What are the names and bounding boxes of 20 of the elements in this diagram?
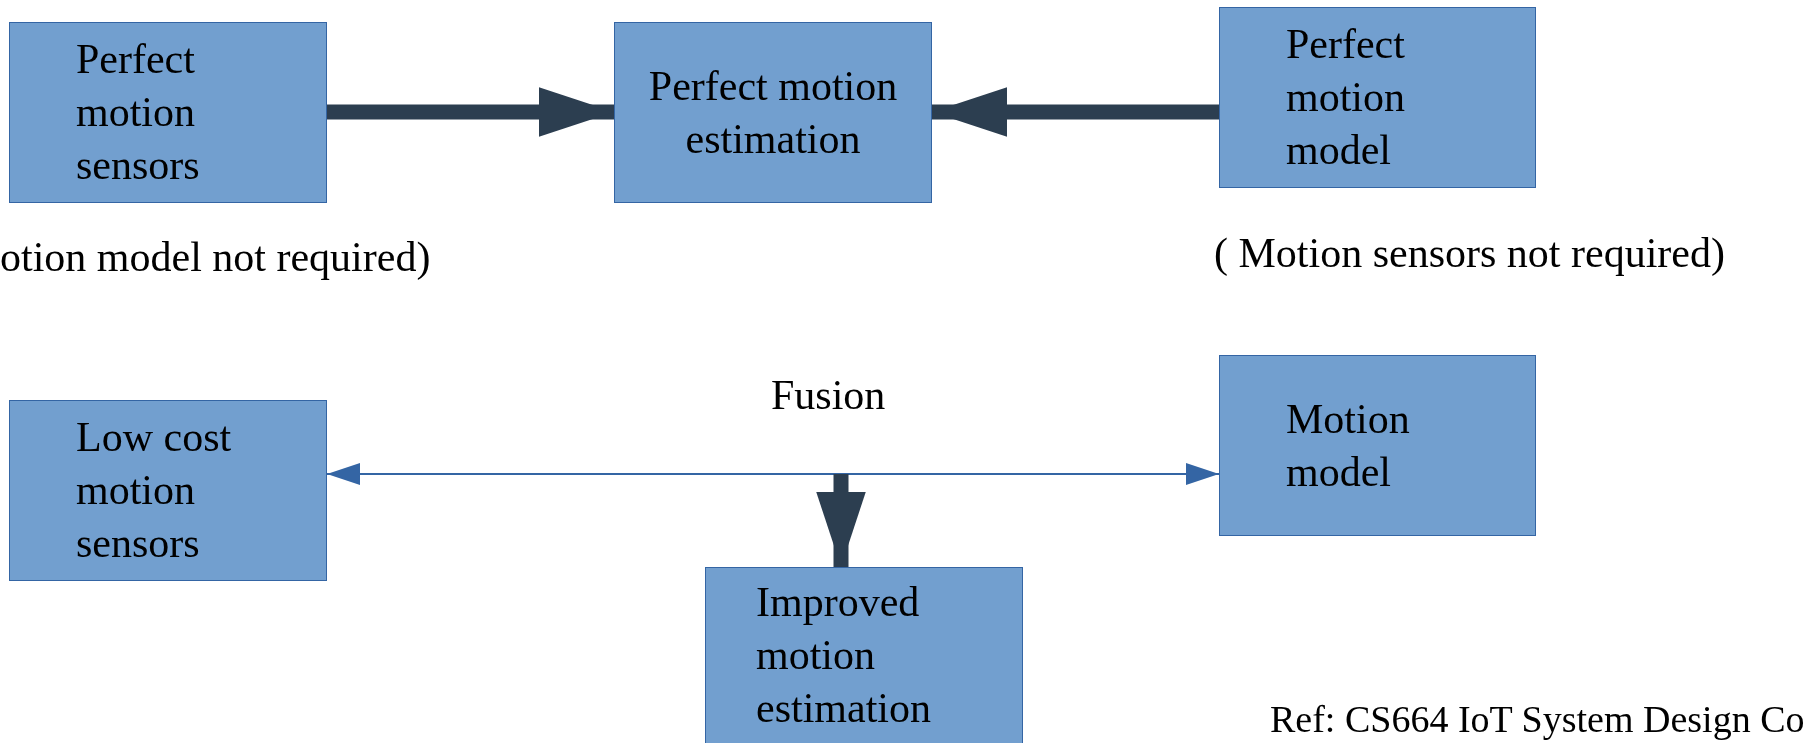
arrow: [816, 474, 866, 567]
arrow: [327, 87, 614, 137]
process-box: [9, 400, 327, 581]
process-box: [1219, 7, 1536, 188]
arrow: [932, 87, 1219, 137]
process-box: [705, 567, 1023, 743]
note-text: otion model not required): [0, 233, 431, 282]
arrow: [326, 463, 1220, 485]
process-box: [1219, 355, 1536, 536]
box-label: Improved motion estimation: [756, 578, 932, 733]
box-label: Motion model: [1286, 394, 1411, 497]
box-label: Perfect motion estimation: [647, 61, 899, 164]
process-box: [614, 22, 932, 203]
reference-text: Ref: CS664 IoT System Design Co: [1270, 698, 1805, 740]
box-label: Low cost motion sensors: [76, 413, 233, 568]
note-text: ( Motion sensors not required): [1214, 229, 1725, 278]
label-text: Fusion: [771, 371, 886, 420]
process-box: [9, 22, 327, 203]
box-label: Perfect motion sensors: [76, 35, 201, 190]
box-label: Perfect motion model: [1286, 20, 1406, 175]
